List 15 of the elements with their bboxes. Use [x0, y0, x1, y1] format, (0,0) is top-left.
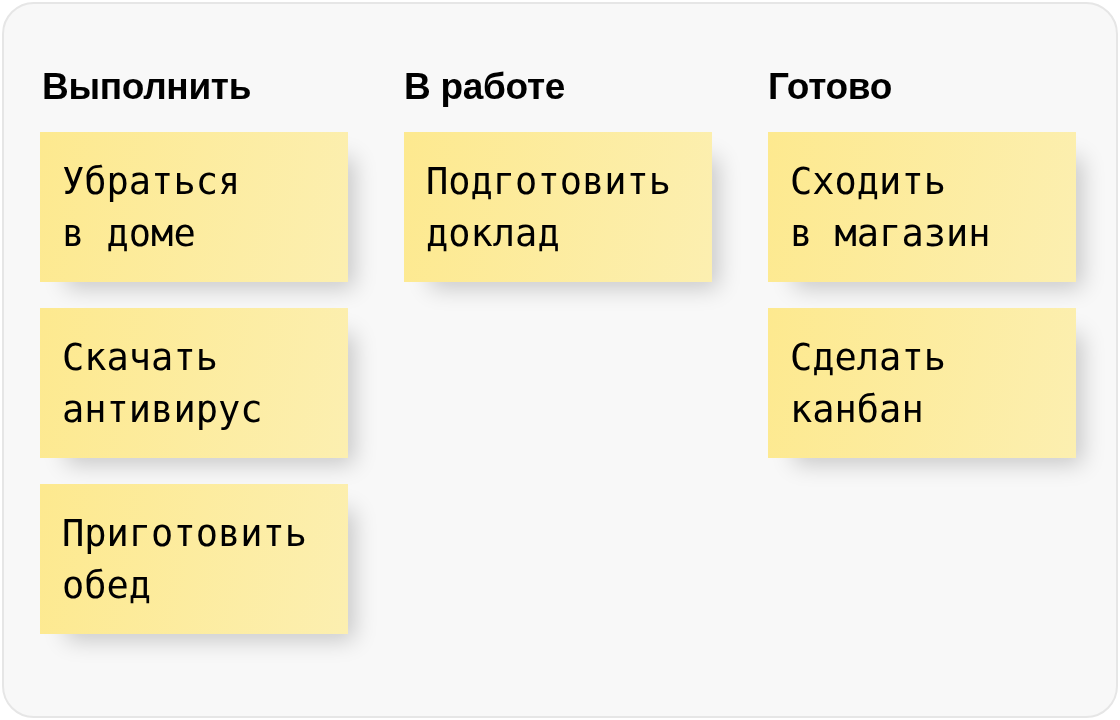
column-heading: Выполнить [42, 68, 252, 105]
sticky-note [40, 484, 348, 634]
column-heading: В работе [404, 68, 565, 105]
note-text: Подготовить доклад [426, 159, 673, 257]
note-text: Сходить в магазин [790, 159, 992, 257]
sticky-note [768, 132, 1076, 282]
note-text: Скачать антивирус [62, 335, 264, 433]
note-text: Убраться в доме [62, 159, 242, 257]
sticky-note [40, 132, 348, 282]
note-text: Сделать канбан [790, 335, 947, 433]
note-text: Приготовить обед [62, 511, 309, 609]
sticky-note [40, 308, 348, 458]
sticky-note [768, 308, 1076, 458]
column-heading: Готово [768, 68, 893, 105]
sticky-note [404, 132, 712, 282]
